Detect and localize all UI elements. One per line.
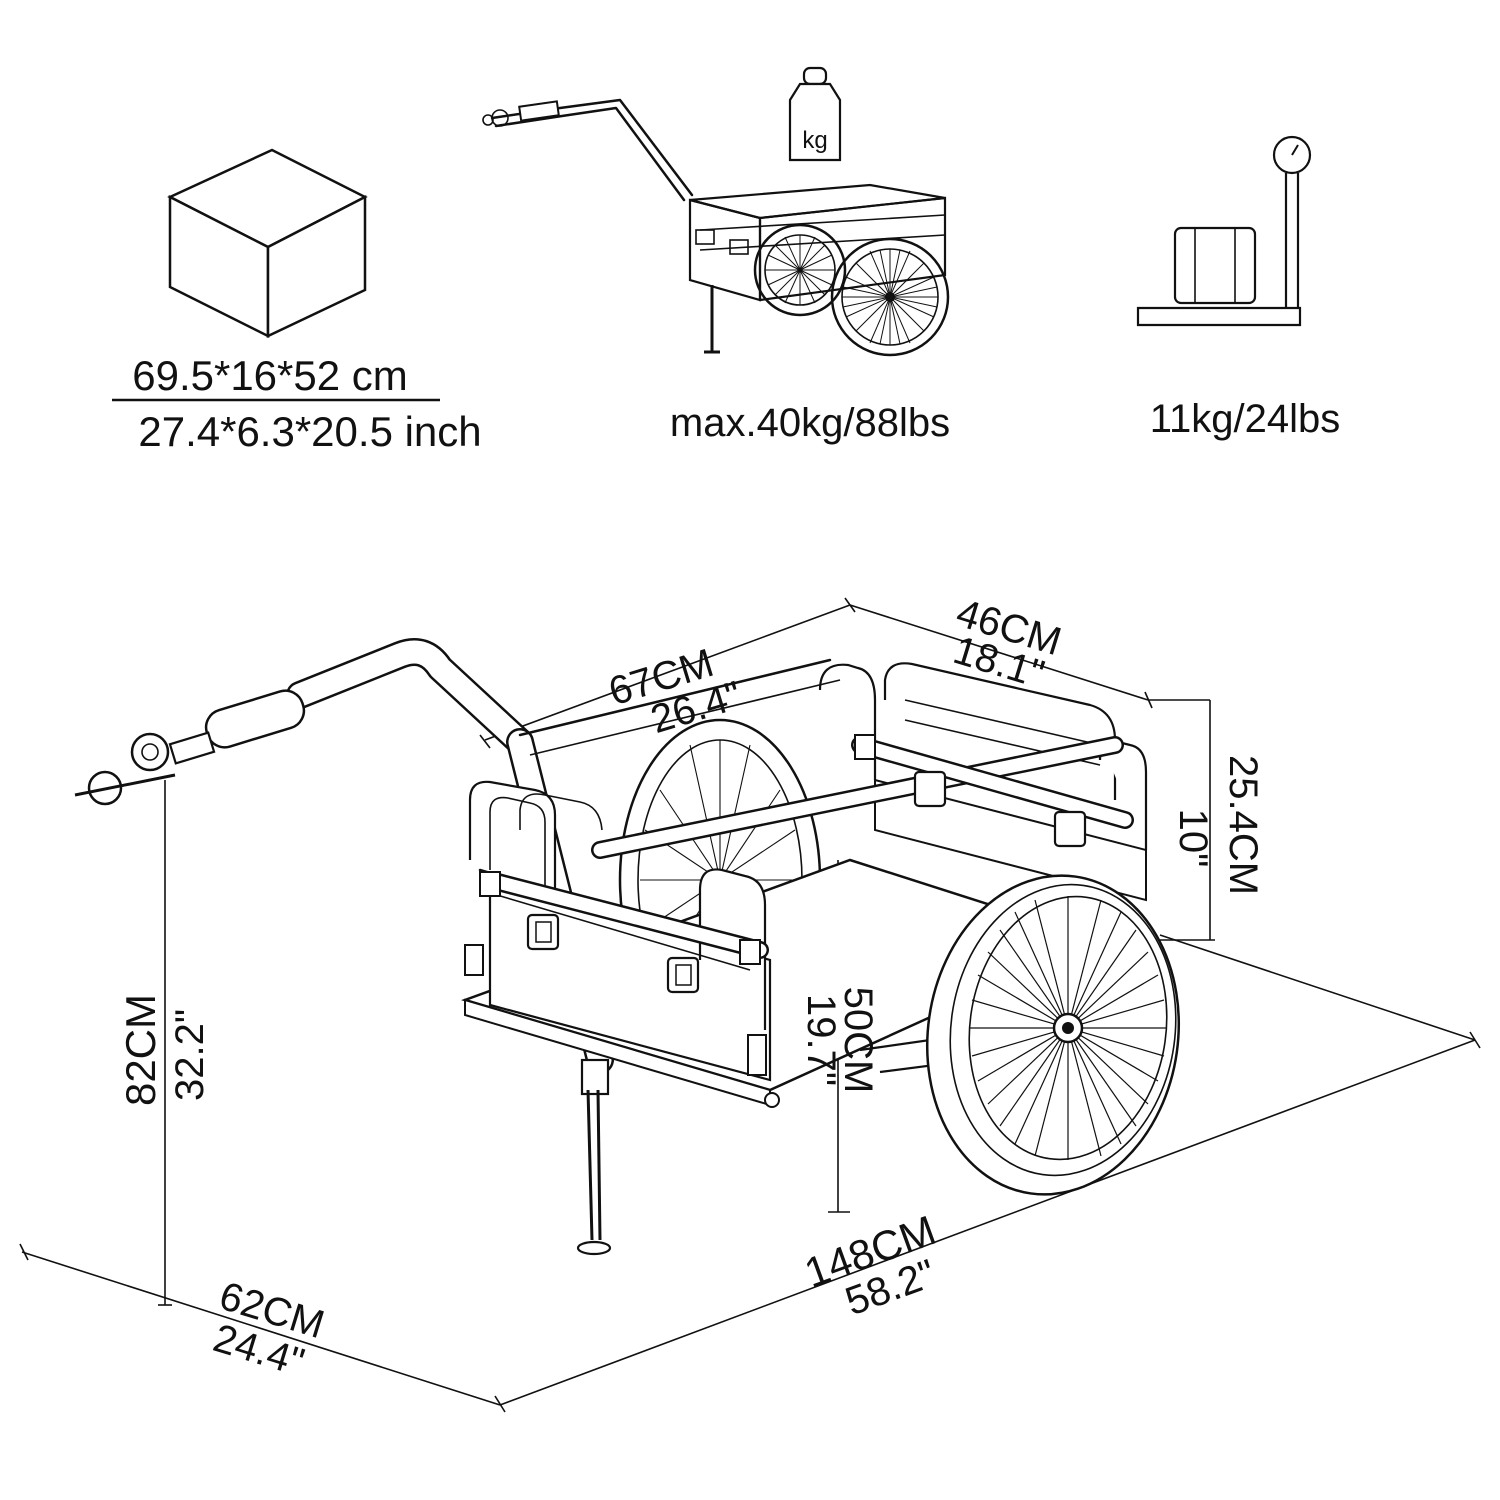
floor-dimension-lines: [19, 934, 1481, 1413]
max-load-text: max.40kg/88lbs: [670, 401, 950, 445]
hitch-clamp: [74, 731, 216, 806]
cargo-frame: [461, 658, 1148, 1108]
side-height-dimension-line: [1148, 699, 1215, 941]
weight-kg-icon: kg: [788, 66, 842, 162]
side-height-inch: 10": [1171, 809, 1215, 868]
trailer-small-illustration: [482, 98, 950, 357]
package-size-cm: 69.5*16*52 cm: [132, 352, 408, 399]
weight-kg-label: kg: [802, 127, 827, 154]
height-total-dimension-line: [158, 780, 172, 1306]
package-size-inch: 27.4*6.3*20.5 inch: [138, 408, 481, 455]
floor-height-cm: 50CM: [836, 987, 880, 1094]
wheel-front-small: [830, 237, 950, 357]
net-weight-text: 11kg/24lbs: [1150, 397, 1341, 441]
cargo-basket-small: [688, 183, 947, 354]
total-height-inch: 32.2": [168, 1009, 212, 1101]
total-height-cm: 82CM: [117, 994, 164, 1106]
scale-icon: [1136, 135, 1312, 327]
kickstand: [576, 1058, 612, 1256]
box-icon: [167, 148, 368, 339]
wheel-rear-small: [753, 223, 847, 317]
hitch-arm-small: [482, 98, 694, 202]
floor-height-inch: 19.7": [799, 994, 843, 1086]
side-height-cm: 25.4CM: [1221, 755, 1265, 895]
wheel-front: [859, 874, 1181, 1196]
